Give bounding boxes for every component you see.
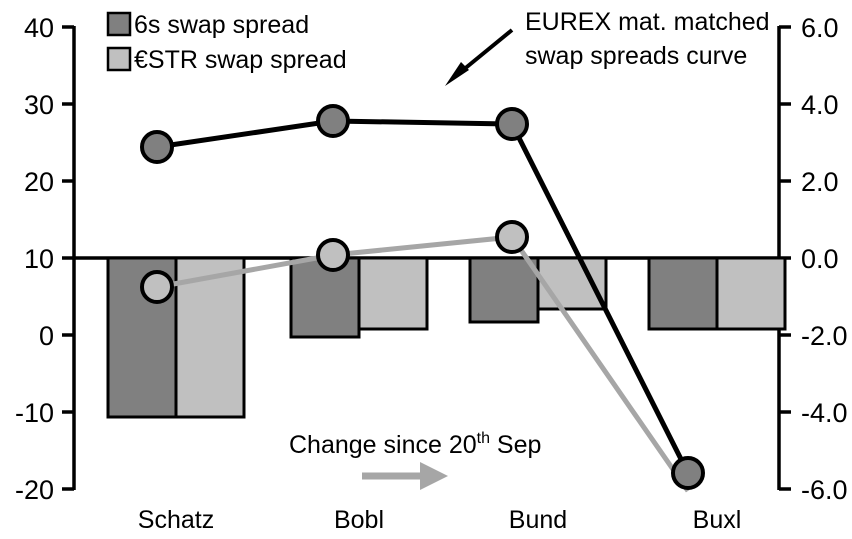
legend-swatch-estr bbox=[106, 46, 132, 72]
annotation-change-since-sep: Change since 20th Sep bbox=[289, 430, 541, 490]
bar-bund-estr[interactable] bbox=[536, 256, 608, 311]
legend: 6s swap spread €STR swap spread bbox=[106, 11, 347, 74]
bar-group-bund bbox=[468, 256, 608, 324]
left-tick-label-30: 30 bbox=[24, 90, 54, 120]
bar-group-bobl bbox=[289, 256, 429, 339]
left-axis: 40 30 20 10 0 -10 -20 bbox=[15, 13, 76, 505]
annotation-change-tail: Sep bbox=[490, 431, 541, 459]
annotation-eurex-line2: swap spreads curve bbox=[525, 42, 747, 70]
bar-group-buxl bbox=[647, 256, 787, 331]
gray-line-path bbox=[156, 234, 691, 493]
legend-label-6s: 6s swap spread bbox=[134, 11, 309, 39]
category-label-buxl: Buxl bbox=[693, 506, 742, 534]
right-tick-label-0: 0.0 bbox=[801, 244, 839, 274]
right-axis: 6.0 4.0 2.0 0.0 -2.0 -4.0 -6.0 bbox=[777, 13, 848, 505]
bar-bund-6s[interactable] bbox=[468, 256, 540, 324]
category-label-schatz: Schatz bbox=[138, 506, 214, 534]
right-tick-label-2: 2.0 bbox=[801, 167, 839, 197]
gray-marker-schatz[interactable] bbox=[140, 270, 174, 304]
legend-label-estr: €STR swap spread bbox=[134, 46, 347, 74]
annotation-eurex-line1: EUREX mat. matched bbox=[525, 8, 770, 36]
right-tick-label-4: 4.0 bbox=[801, 90, 839, 120]
annotation-eurex: EUREX mat. matched swap spreads curve bbox=[445, 8, 770, 86]
left-tick-label-20: 20 bbox=[24, 167, 54, 197]
bar-buxl-6s[interactable] bbox=[647, 256, 719, 331]
left-tick-label-40: 40 bbox=[24, 13, 54, 43]
legend-swatch-6s bbox=[106, 11, 132, 37]
black-line-path bbox=[156, 118, 691, 475]
left-tick-label-10: 10 bbox=[24, 244, 54, 274]
right-tick-label--4: -4.0 bbox=[801, 398, 848, 428]
category-labels: Schatz Bobl Bund Buxl bbox=[138, 506, 742, 534]
annotation-change-main: Change since 20 bbox=[289, 431, 477, 459]
series-line-change-since-sep bbox=[140, 220, 691, 493]
black-marker-bund[interactable] bbox=[495, 107, 529, 141]
black-marker-buxl[interactable] bbox=[671, 456, 705, 490]
gray-marker-bobl[interactable] bbox=[316, 238, 350, 272]
right-tick-label--6: -6.0 bbox=[801, 475, 848, 505]
annotation-eurex-arrow-icon bbox=[445, 28, 514, 86]
black-marker-bobl[interactable] bbox=[316, 104, 350, 138]
annotation-change-sup: th bbox=[477, 430, 490, 447]
series-line-eurex bbox=[140, 104, 705, 490]
left-tick-label--10: -10 bbox=[15, 398, 54, 428]
annotation-change-text: Change since 20th Sep bbox=[289, 430, 541, 459]
right-tick-label-6: 6.0 bbox=[801, 13, 839, 43]
category-label-bobl: Bobl bbox=[334, 506, 384, 534]
bar-schatz-estr[interactable] bbox=[174, 256, 246, 419]
left-tick-label--20: -20 bbox=[15, 475, 54, 505]
left-tick-label-0: 0 bbox=[39, 321, 54, 351]
category-label-bund: Bund bbox=[509, 506, 567, 534]
bar-buxl-estr[interactable] bbox=[715, 256, 787, 331]
gray-marker-bund[interactable] bbox=[495, 220, 529, 254]
bar-bobl-estr[interactable] bbox=[357, 256, 429, 331]
right-tick-label--2: -2.0 bbox=[801, 321, 848, 351]
black-marker-schatz[interactable] bbox=[140, 130, 174, 164]
annotation-change-arrow-icon bbox=[362, 462, 448, 490]
